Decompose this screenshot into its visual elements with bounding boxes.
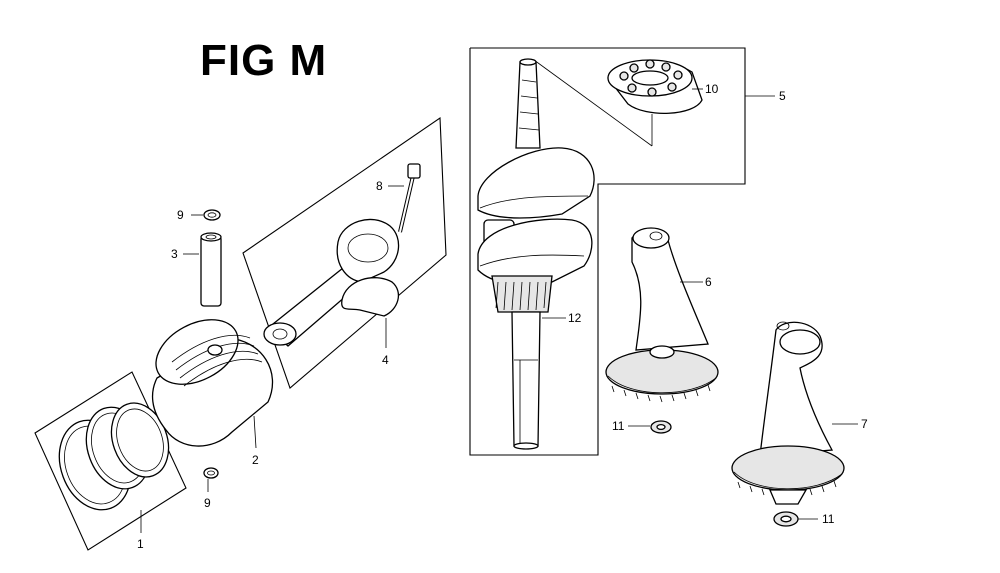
- crankshaft-upper-journal: [515, 61, 541, 149]
- callout-12: 12: [568, 311, 582, 325]
- callout-10: 10: [705, 82, 719, 96]
- callout-11-lower: 11: [822, 512, 835, 526]
- callout-8: 8: [376, 179, 383, 193]
- callout-3: 3: [171, 247, 178, 261]
- piston: [151, 319, 274, 447]
- piston-pin-clip-bottom: [203, 467, 219, 479]
- crankshaft-lower-shaft: [511, 311, 541, 447]
- rod-big-end: [336, 218, 400, 283]
- callout-9-bottom: 9: [204, 496, 211, 510]
- callout-2: 2: [252, 453, 259, 467]
- crankshaft-assembly-box: [469, 47, 746, 456]
- washer-upper: [650, 420, 672, 434]
- callout-6: 6: [705, 275, 712, 289]
- rod-small-end: [263, 322, 297, 346]
- callout-1: 1: [137, 537, 144, 551]
- piston-ring-oil: [110, 402, 170, 478]
- piston-pin-boss: [207, 344, 223, 356]
- washer-lower: [773, 511, 799, 527]
- crankshaft: [477, 58, 595, 450]
- callout-5: 5: [779, 89, 786, 103]
- callout-7: 7: [861, 417, 868, 431]
- rings-group-box: [34, 371, 187, 551]
- camshaft-lower: [731, 321, 845, 505]
- figure-title: FIG M: [200, 36, 328, 85]
- callout-11-upper: 11: [612, 419, 625, 433]
- piston-crown: [155, 319, 239, 385]
- crankshaft-timing-gear: [491, 275, 553, 313]
- piston-rings-group: [34, 371, 187, 551]
- camshaft-gear-lower: [731, 445, 845, 491]
- connecting-rod-bolt: [398, 163, 421, 233]
- piston-pin: [200, 232, 222, 307]
- crankshaft-upper-counterweight: [477, 147, 595, 219]
- callout-4: 4: [382, 353, 389, 367]
- cam-lobe-lower: [779, 329, 821, 355]
- connecting-rod: [263, 218, 400, 347]
- piston-pin-clip-top: [203, 209, 221, 221]
- rod-cap: [341, 277, 400, 317]
- ball-bearing: [607, 59, 703, 114]
- camshaft-upper: [605, 227, 719, 403]
- callout-9-top: 9: [177, 208, 184, 222]
